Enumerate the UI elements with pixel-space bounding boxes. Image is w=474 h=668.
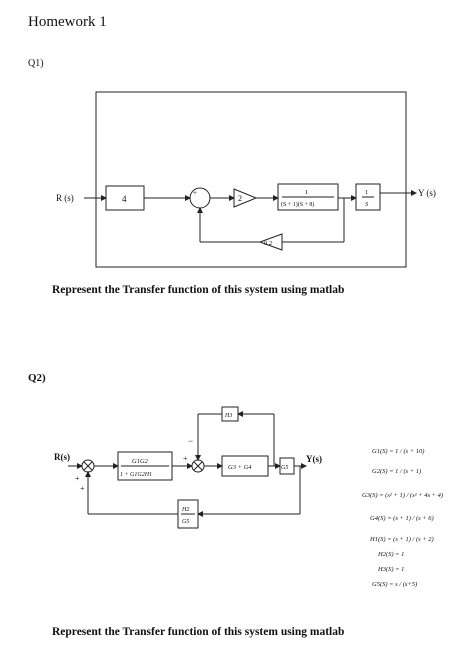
- q1-amplifier: [233, 188, 258, 208]
- q2-sum1-sign-a: +: [75, 474, 80, 483]
- page-title: Homework 1: [28, 14, 107, 30]
- q2-sum2-sign-b: −: [188, 436, 193, 446]
- q2-def-h3: H3(S) = 1: [377, 566, 404, 573]
- q1-plant-den: (S + 1)(S + 8): [281, 201, 314, 208]
- q2-sum1-sign-b: +: [80, 484, 85, 493]
- q2-def-h2: H2(S) = 1: [377, 551, 404, 558]
- q1-input-label: R (s): [56, 193, 74, 203]
- q2-def-h1: H1(S) = (s + 1) / (s + 2): [369, 536, 434, 543]
- q1-sum-plus: +: [193, 189, 197, 197]
- q2-caption: Represent the Transfer function of this …: [52, 626, 345, 638]
- q1-gain-block: [105, 185, 145, 211]
- q1-plant-num: 1: [305, 189, 308, 196]
- q2-bottom-feedback-den: G5: [182, 519, 189, 525]
- q1-feedback-amplifier: [258, 233, 283, 251]
- q1-integrator-den: S: [365, 201, 369, 208]
- q2-block1-den: 1 + G1G2H1: [120, 472, 152, 478]
- q2-output-label: Y(s): [306, 454, 322, 464]
- q2-block2-value: G3 + G4: [228, 464, 252, 471]
- q2-def-g2: G2(S) = 1 / (s + 1): [372, 468, 421, 475]
- q2-def-g4: G4(S) = (s + 1) / (s + 6): [370, 515, 434, 522]
- q2-label: Q2): [28, 372, 46, 384]
- q2-input-label: R(s): [54, 452, 70, 462]
- q1-gain-value: 4: [122, 194, 127, 204]
- q2-def-g5: G5(S) = s / (s+5): [372, 581, 417, 588]
- q1-frame: [95, 91, 407, 268]
- q2-sum2-sign-a: +: [183, 454, 188, 463]
- q1-amp-gain: 2: [238, 194, 242, 203]
- q2-def-g3: G3(S) = (s² + 1) / (s² + 4s + 4): [362, 492, 443, 499]
- q2-def-g1: G1(S) = 1 / (s + 10): [372, 448, 424, 455]
- q2-block3-value: G5: [281, 465, 288, 471]
- q1-label: Q1): [28, 58, 44, 69]
- q1-integrator-num: 1: [365, 189, 368, 196]
- q1-output-label: Y (s): [418, 188, 436, 198]
- q2-top-feedback-value: H3: [224, 413, 232, 419]
- q2-block1-num: G1G2: [132, 458, 149, 465]
- q1-feedback-gain: 0.2: [264, 240, 272, 247]
- q1-caption: Represent the Transfer function of this …: [52, 284, 345, 296]
- q2-bottom-feedback-num: H2: [181, 507, 189, 513]
